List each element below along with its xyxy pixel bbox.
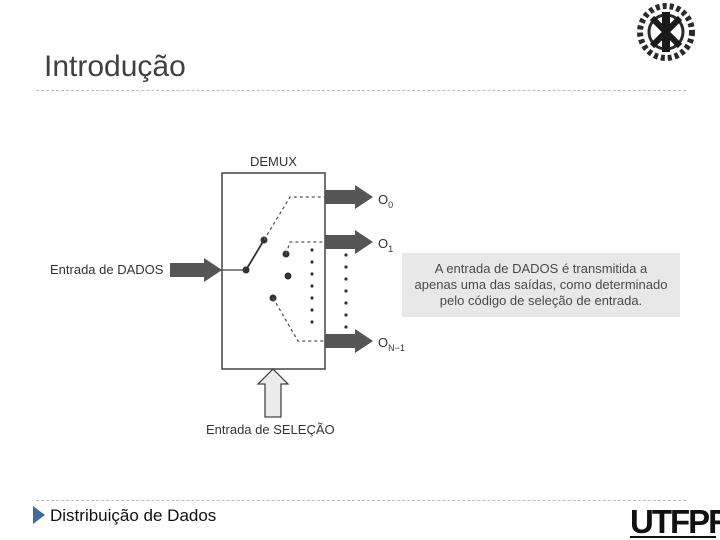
output-arrow-n [325, 329, 373, 353]
demux-label: DEMUX [250, 154, 297, 169]
demux-block [221, 172, 326, 370]
select-label: Entrada de SELEÇÃO [206, 422, 335, 437]
callout-line: apenas uma das saídas, como determinado [414, 277, 668, 292]
footer-caption: Distribuição de Dados [50, 506, 217, 525]
callout-line: pelo código de seleção de entrada. [439, 293, 643, 308]
input-label: Entrada de DADOS [50, 262, 164, 277]
output-arrow-1 [325, 230, 373, 254]
utfpr-logo-icon: UTFPR [630, 503, 720, 540]
select-arrow [256, 368, 290, 418]
switch-arm [245, 239, 265, 271]
logo-text: UTFPR [630, 503, 720, 540]
institution-seal-icon [637, 3, 695, 61]
output-label-n: ON−1 [378, 335, 405, 353]
callout-box: A entrada de DADOS é transmitida a apena… [402, 253, 680, 317]
contact-2 [284, 272, 292, 280]
callout-line: A entrada de DADOS é transmitida a [434, 261, 648, 276]
output-label-0: O0 [378, 192, 393, 210]
header-divider [36, 90, 686, 91]
demux-diagram: DEMUX Entrada de DADOS [50, 154, 405, 437]
slide-title: Introdução [44, 50, 186, 83]
output-arrow-0 [325, 185, 373, 209]
input-arrow [170, 258, 222, 282]
triangle-bullet-icon [33, 506, 45, 524]
footer-divider [36, 500, 686, 501]
output-label-1: O1 [378, 236, 393, 254]
